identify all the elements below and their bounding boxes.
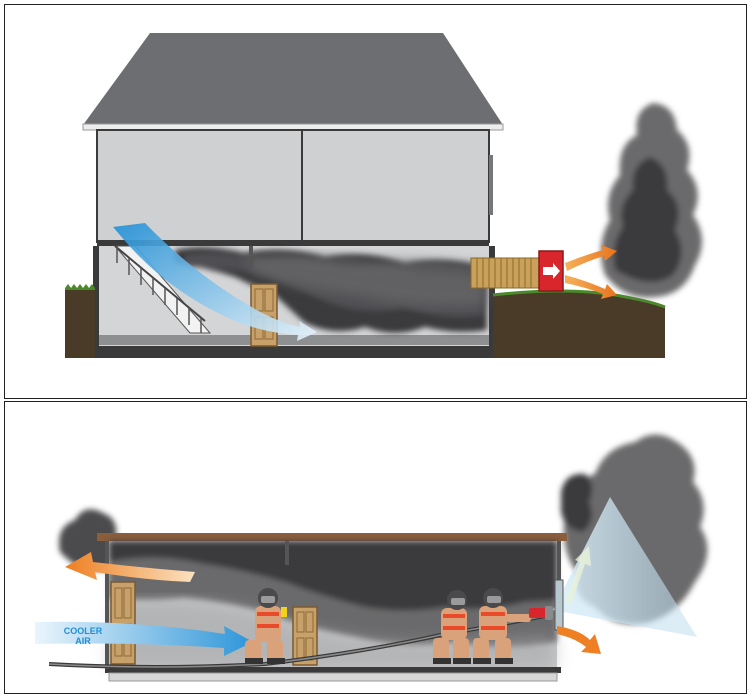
house-roof <box>83 33 503 125</box>
exhaust-arrow <box>557 626 601 654</box>
basement-left-wall <box>93 246 99 358</box>
exhaust-smoke <box>601 103 703 298</box>
left-door <box>110 581 136 665</box>
cooler-air-label-line2: AIR <box>75 636 91 646</box>
cool-air-arrow <box>35 621 253 656</box>
left-wall <box>105 541 109 669</box>
basement-right-wall <box>489 246 495 358</box>
inner-door <box>292 606 318 666</box>
positive-pressure-fan <box>470 250 564 292</box>
basement-stairs <box>113 245 212 334</box>
building-roof <box>97 533 567 541</box>
fan-arrow-icon <box>543 263 560 279</box>
firefighter-backup <box>433 590 471 664</box>
door-frame <box>249 246 253 270</box>
hose-nozzle <box>529 606 553 620</box>
basement-foundation <box>93 346 493 358</box>
basement-floor <box>97 335 489 345</box>
water-fog-pattern <box>553 497 697 637</box>
basement-smoke-mid <box>245 253 485 307</box>
firefighter-doorway <box>245 588 287 664</box>
soil-left <box>65 288 95 358</box>
fog-light-arrow <box>565 546 591 604</box>
right-wall <box>557 541 561 581</box>
hot-air-arrow <box>65 552 195 582</box>
exhaust-arrow-lower <box>565 275 617 299</box>
building-foundation <box>108 672 558 682</box>
cooler-air-label-line1: COOLER <box>64 626 103 636</box>
top-panel <box>4 4 747 399</box>
floor-slab <box>97 240 489 246</box>
upper-floor-wall <box>96 129 490 243</box>
firefighter-nozzle <box>473 588 531 664</box>
bottom-panel: COOLER AIR <box>4 401 747 694</box>
exhaust-arrow-upper <box>565 245 617 271</box>
top-illustration <box>65 33 703 358</box>
building-floor <box>105 667 561 673</box>
upper-floor-trim <box>489 155 493 215</box>
soil-right <box>493 291 665 358</box>
grass-left <box>65 284 95 290</box>
interior-beam <box>285 541 289 565</box>
window-opening <box>554 579 564 631</box>
outside-smoke-left <box>59 509 118 571</box>
cool-air-arrow <box>113 223 317 341</box>
bottom-illustration: COOLER AIR <box>35 434 708 682</box>
